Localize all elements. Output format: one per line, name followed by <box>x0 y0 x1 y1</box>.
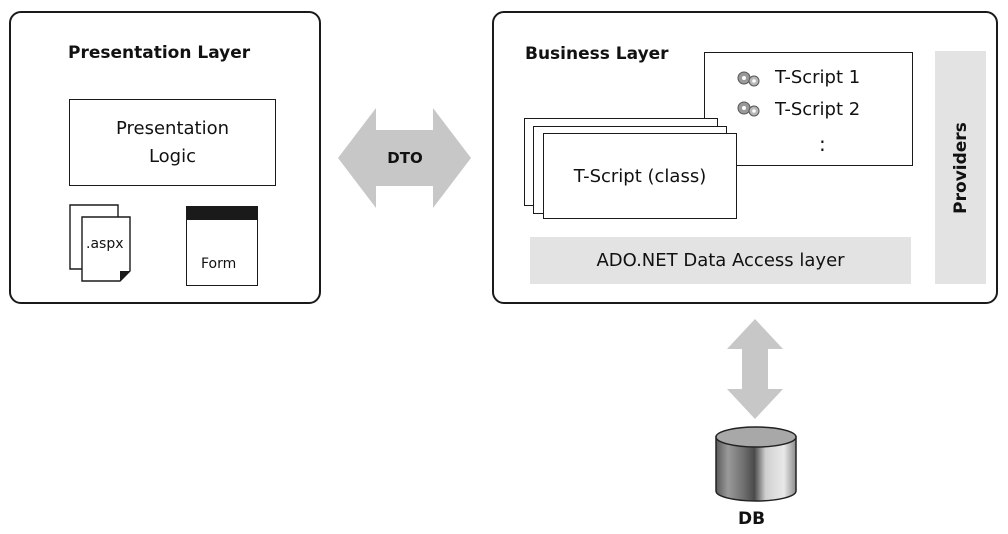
form-label: Form <box>201 256 237 272</box>
providers-bar: Providers <box>935 51 986 284</box>
gears-icon <box>737 71 760 87</box>
script-item-label: T-Script 1 <box>775 67 861 88</box>
presentation-logic-box: Presentation Logic <box>69 99 276 186</box>
presentation-layer-title: Presentation Layer <box>68 43 251 63</box>
class-stack-front <box>543 133 737 219</box>
database-icon <box>715 426 797 502</box>
data-access-bar: ADO.NET Data Access layer <box>530 237 911 284</box>
script-item-label: T-Script 2 <box>775 99 861 120</box>
class-label: T-Script (class) <box>573 165 707 187</box>
data-access-label: ADO.NET Data Access layer <box>596 250 845 271</box>
gears-icon <box>737 101 760 117</box>
window-icon <box>186 206 258 286</box>
db-label: DB <box>738 509 766 529</box>
aspx-label: .aspx <box>86 236 124 252</box>
document-icon <box>69 204 131 282</box>
presentation-logic-label: Presentation Logic <box>115 117 230 167</box>
script-list-ellipsis: : <box>819 132 826 156</box>
dto-arrow <box>338 108 471 208</box>
dto-label: DTO <box>387 149 423 167</box>
providers-label: Providers <box>950 121 971 214</box>
db-arrow <box>727 319 783 419</box>
business-layer-title: Business Layer <box>525 44 669 64</box>
